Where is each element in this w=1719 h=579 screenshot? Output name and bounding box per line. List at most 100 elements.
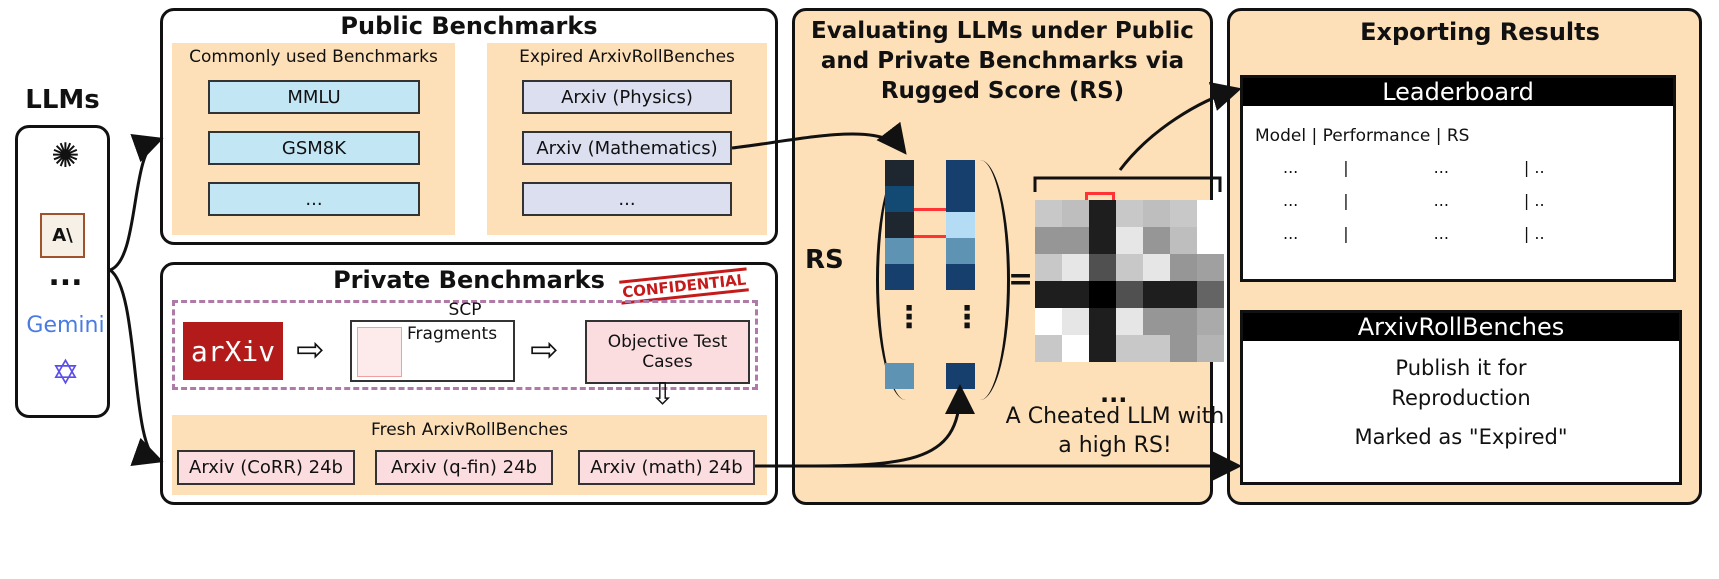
expired-mathematics: Arxiv (Mathematics) — [522, 131, 732, 165]
vector-cell — [946, 238, 975, 264]
leaderboard-header: Model | Performance | RS — [1255, 126, 1470, 146]
heatmap-cell — [1197, 227, 1224, 254]
heatmap-cell — [1170, 335, 1197, 362]
vector-cell — [946, 186, 975, 212]
heatmap-cell — [1143, 200, 1170, 227]
heatmap-cell — [1116, 308, 1143, 335]
vector-cell — [885, 160, 914, 186]
heatmap-cell — [1143, 335, 1170, 362]
arxiv-logo: arXiv — [183, 322, 283, 380]
llms-label: LLMs — [25, 85, 100, 115]
heatmap-cell — [1062, 308, 1089, 335]
benchmark-gsm8k: GSM8K — [208, 131, 420, 165]
scp-box — [172, 300, 758, 390]
fresh-math: Arxiv (math) 24b — [578, 450, 755, 485]
heatmap-cell — [1089, 308, 1116, 335]
heatmap-cell — [1089, 335, 1116, 362]
heatmap-cell — [1035, 227, 1062, 254]
heatmap-cell — [1197, 308, 1224, 335]
private-benchmarks-panel — [160, 262, 778, 505]
ellipsis: ... — [48, 258, 83, 293]
cheated-annotation: A Cheated LLM with a high RS! — [1005, 404, 1225, 458]
heatmap-cell — [1035, 200, 1062, 227]
left-paren — [876, 160, 936, 400]
heatmap-cell — [1143, 254, 1170, 281]
public-title: Public Benchmarks — [340, 12, 598, 40]
heatmap-cell — [1062, 200, 1089, 227]
vector-cell — [946, 264, 975, 290]
openai-icon: ✺ — [51, 136, 80, 176]
expired-text: Marked as "Expired" — [1354, 425, 1568, 449]
benchmark-mmlu: MMLU — [208, 80, 420, 114]
document-icon — [357, 327, 402, 377]
leaderboard-row: ...|...| .. — [1283, 158, 1545, 177]
expired-more: ... — [522, 182, 732, 216]
vector-cell — [885, 212, 914, 238]
rs-label: RS — [805, 245, 844, 275]
heatmap-cell — [1062, 227, 1089, 254]
heatmap-cell — [1035, 254, 1062, 281]
publish-text: Publish it for Reproduction — [1391, 356, 1531, 410]
vdots: ⋮ — [952, 300, 982, 335]
expired-title: Expired ArxivRollBenches — [519, 47, 735, 67]
vector-cell — [885, 186, 914, 212]
heatmap-cell — [1170, 227, 1197, 254]
heatmap-cell — [1089, 200, 1116, 227]
fragments-label: Fragments — [407, 324, 498, 344]
heatmap-cell — [1116, 227, 1143, 254]
heatmap-cell — [1035, 335, 1062, 362]
heatmap-cell — [1170, 308, 1197, 335]
objective-test-cases: Objective Test Cases — [585, 320, 750, 384]
heatmap-cell — [1089, 227, 1116, 254]
gemini-icon: Gemini — [26, 313, 105, 338]
heatmap-cell — [1143, 281, 1170, 308]
fresh-title: Fresh ArxivRollBenches — [371, 420, 568, 440]
vdots: ⋮ — [894, 300, 924, 335]
fresh-corr: Arxiv (CoRR) 24b — [177, 450, 355, 485]
anthropic-icon: A\ — [40, 213, 85, 258]
heatmap-cell — [1089, 254, 1116, 281]
heatmap-cell — [1197, 200, 1224, 227]
leaderboard-row: ...|...| .. — [1283, 191, 1545, 210]
heatmap-cell — [1035, 308, 1062, 335]
common-title: Commonly used Benchmarks — [189, 47, 438, 67]
heatmap-cell — [1170, 281, 1197, 308]
heatmap-cell — [1062, 281, 1089, 308]
heatmap-cell — [1062, 335, 1089, 362]
heatmap-cell — [1116, 281, 1143, 308]
fragments-box: Fragments — [350, 320, 515, 382]
arxivroll-title: ArxivRollBenches — [1243, 313, 1679, 341]
heatmap-cell — [1143, 308, 1170, 335]
right-paren — [950, 160, 1010, 400]
heatmap-cell — [1197, 335, 1224, 362]
heatmap-cell — [1116, 200, 1143, 227]
vector-cell — [885, 264, 914, 290]
equals-sign: = — [1008, 262, 1034, 297]
vector-cell — [946, 160, 975, 186]
heatmap-cell — [1089, 281, 1116, 308]
heatmap-cell — [1035, 281, 1062, 308]
arrow-down-icon: ⇩ — [650, 377, 676, 412]
heatmap-cell — [1143, 227, 1170, 254]
vector-cell — [946, 363, 975, 389]
heatmap-cell — [1170, 254, 1197, 281]
arrow-right-icon: ⇨ — [296, 330, 325, 370]
fresh-qfin: Arxiv (q-fin) 24b — [375, 450, 553, 485]
llms-panel: ✺ A\ ... Gemini ✡ — [15, 125, 110, 418]
heatmap-cell — [1170, 200, 1197, 227]
expired-physics: Arxiv (Physics) — [522, 80, 732, 114]
export-title: Exporting Results — [1360, 18, 1600, 46]
vector-cell — [946, 212, 975, 238]
heatmap-cell — [1197, 254, 1224, 281]
leaderboard-card: Leaderboard Model | Performance | RS ...… — [1240, 75, 1676, 282]
hdots: ... — [1100, 380, 1128, 408]
benchmark-more: ... — [208, 182, 420, 216]
leaderboard-title: Leaderboard — [1243, 78, 1673, 106]
private-title: Private Benchmarks — [333, 266, 605, 294]
public-benchmarks-panel — [160, 8, 778, 245]
evaluate-title: Evaluating LLMs under Public and Private… — [811, 18, 1194, 104]
heatmap-cell — [1116, 254, 1143, 281]
leaderboard-row: ...|...| .. — [1283, 224, 1545, 243]
heatmap-cell — [1197, 281, 1224, 308]
